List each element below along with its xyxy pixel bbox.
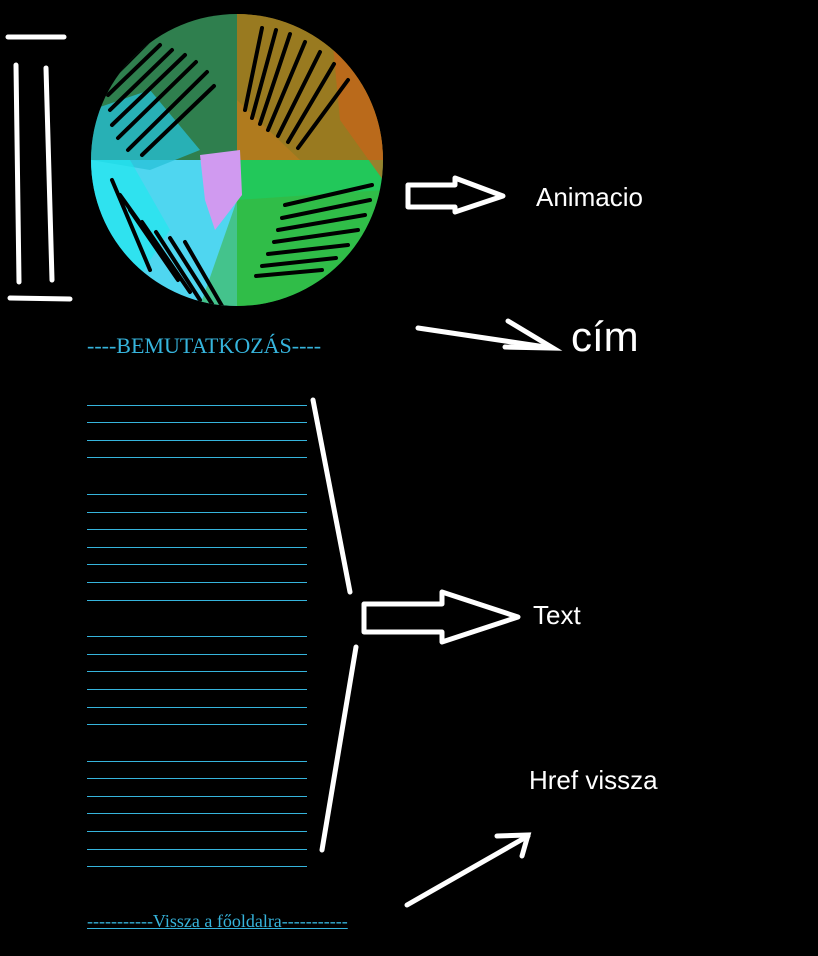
wheel-blades — [106, 26, 374, 306]
animation-wheel — [91, 14, 383, 306]
annotation-text: Text — [533, 600, 581, 630]
text-line — [87, 832, 307, 850]
arrow-href — [404, 832, 532, 908]
text-line — [87, 441, 307, 459]
text-bracket — [310, 397, 359, 853]
text-line — [87, 690, 307, 708]
text-line — [87, 797, 307, 815]
text-line — [87, 583, 307, 601]
text-line — [87, 530, 307, 548]
annotation-animation: Animacio — [536, 182, 643, 212]
text-line — [87, 762, 307, 780]
text-line — [87, 548, 307, 566]
annotation-title: cím — [571, 313, 639, 360]
text-line — [87, 620, 307, 638]
text-line — [87, 850, 307, 868]
arrow-title — [415, 318, 563, 351]
text-line — [87, 477, 307, 495]
text-line — [87, 655, 307, 673]
arrow-animation — [405, 175, 506, 215]
text-line — [87, 406, 307, 424]
text-line — [87, 637, 307, 655]
text-block — [87, 388, 307, 886]
wheel-center — [200, 150, 242, 230]
text-line — [87, 814, 307, 833]
text-paragraph — [87, 620, 307, 726]
text-line — [87, 388, 307, 406]
text-line — [87, 672, 307, 690]
text-line — [87, 744, 307, 762]
annotation-href: Href vissza — [529, 765, 658, 795]
text-line — [87, 513, 307, 531]
text-line — [87, 708, 307, 726]
arrow-text — [361, 589, 521, 645]
back-to-home-link[interactable]: -----------Vissza a főoldalra----------- — [87, 911, 348, 931]
text-line — [87, 565, 307, 583]
animation-bracket — [5, 34, 73, 302]
text-line — [87, 779, 307, 797]
text-paragraph — [87, 477, 307, 601]
text-paragraph — [87, 744, 307, 868]
page-title: ----BEMUTATKOZÁS---- — [87, 333, 322, 358]
text-paragraph — [87, 388, 307, 459]
text-line — [87, 495, 307, 513]
text-line — [87, 423, 307, 441]
